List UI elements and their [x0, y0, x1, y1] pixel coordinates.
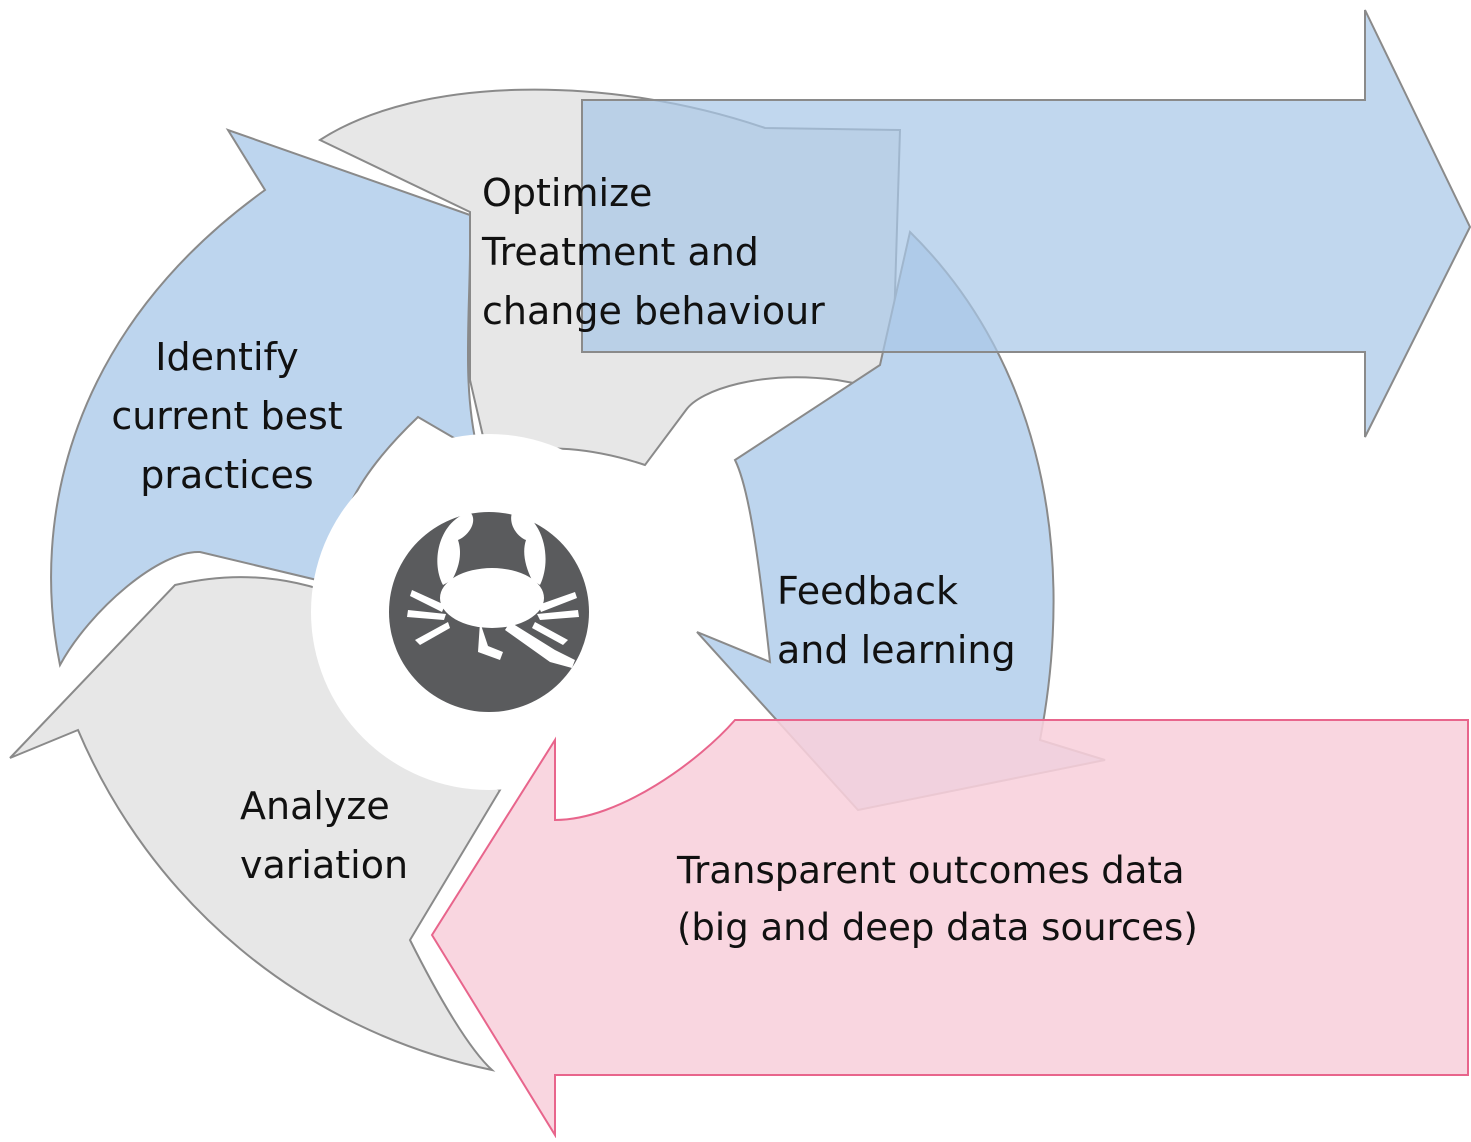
crab-icon	[407, 508, 579, 668]
label-identify-line2: current best	[111, 393, 343, 438]
label-optimize: Optimize Treatment and change behaviour	[482, 164, 825, 341]
label-data-arrow-line2: (big and deep data sources)	[677, 906, 1198, 950]
label-analyze-line1: Analyze	[240, 784, 390, 828]
label-optimize-line3: change behaviour	[482, 288, 825, 333]
label-data-arrow: Transparent outcomes data (big and deep …	[677, 842, 1198, 957]
segment-identify	[50, 128, 480, 668]
label-feedback-line2: and learning	[777, 627, 1016, 672]
label-identify: Identify current best practices	[92, 328, 362, 505]
label-analyze: Analyze variation	[240, 777, 408, 895]
label-feedback-line1: Feedback	[777, 569, 958, 613]
data-arrow	[430, 719, 1469, 1139]
label-optimize-line1: Optimize	[482, 171, 653, 215]
label-feedback: Feedback and learning	[777, 562, 1016, 680]
label-data-arrow-line1: Transparent outcomes data	[677, 849, 1185, 892]
label-analyze-line2: variation	[240, 842, 409, 887]
label-identify-line3: practices	[140, 452, 314, 497]
label-identify-line1: Identify	[155, 335, 299, 379]
output-arrow	[581, 9, 1471, 438]
label-optimize-line2: Treatment and	[482, 229, 759, 274]
